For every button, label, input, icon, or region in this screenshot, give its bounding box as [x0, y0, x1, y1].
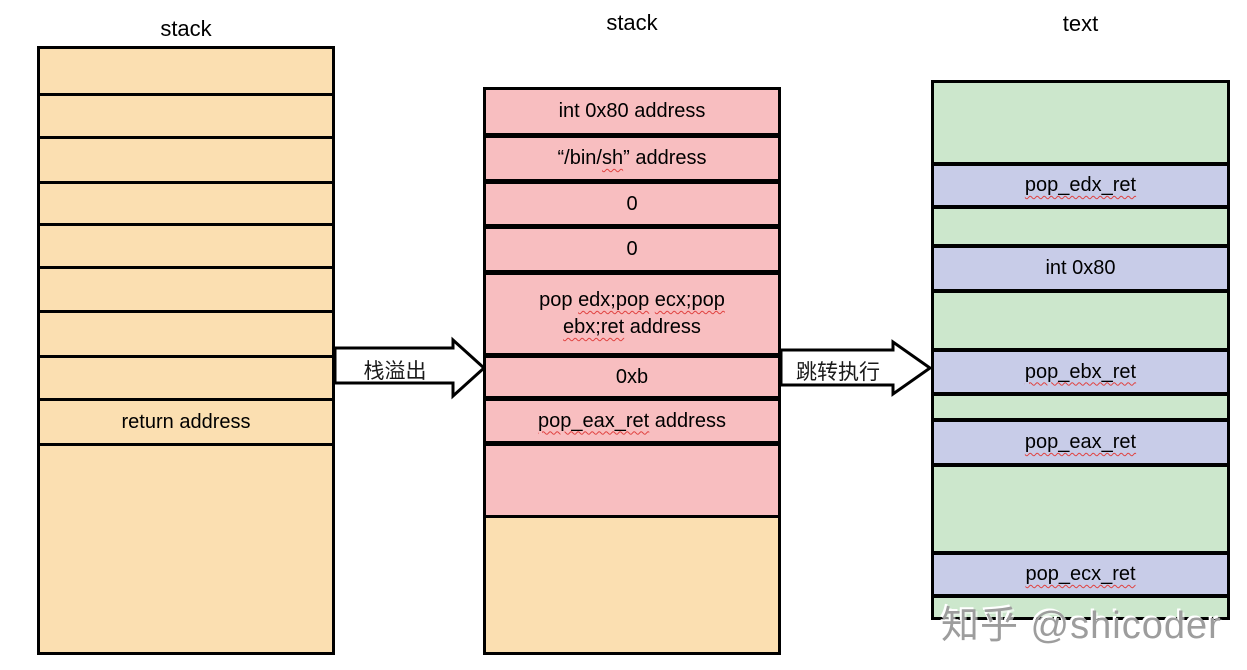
- jump-execute-arrow: [781, 339, 931, 397]
- left-stack-column: return address: [37, 46, 335, 655]
- col-mid-cell-5-label: 0xb: [615, 365, 649, 388]
- col-right-cell-5-label: pop_ebx_ret: [1024, 360, 1137, 383]
- col-right-cell-7-label: pop_eax_ret: [1024, 431, 1137, 453]
- col-left-cell-5: [40, 266, 332, 310]
- col-mid-cell-1: “/bin/sh” address: [486, 133, 778, 179]
- col-mid-cell-2-label: 0: [626, 192, 638, 215]
- col-mid-cell-5: 0xb: [486, 353, 778, 396]
- jump-execute-arrow-label: 跳转执行: [796, 361, 880, 384]
- text-segment-title: text: [1062, 11, 1099, 36]
- stack-overflow-arrow-label: 栈溢出: [363, 360, 427, 383]
- col-right-cell-4: [934, 289, 1227, 348]
- stack-overflow-arrow: [335, 336, 485, 400]
- middle-stack-column: int 0x80 address “/bin/sh” address 0 0 pop e…: [483, 87, 781, 655]
- col-left-cell-4: [40, 223, 332, 266]
- col-mid-cell-8: [486, 515, 778, 652]
- col-mid-cell-6-label: pop_eax_ret address: [538, 409, 726, 432]
- col-mid-cell-0: int 0x80 address: [486, 90, 778, 133]
- col-right-cell-3: int 0x80: [934, 244, 1227, 289]
- col-right-cell-9-label: pop_ecx_ret: [1025, 563, 1136, 585]
- col-left-cell-7: [40, 355, 332, 398]
- col-right-cell-8: [934, 463, 1227, 551]
- col-mid-cell-1-label: “/bin/sh” address: [557, 147, 707, 169]
- watermark: 知乎 @shicoder: [941, 605, 1222, 647]
- col-right-cell-5: pop_ebx_ret: [934, 348, 1227, 392]
- col-right-cell-2: [934, 205, 1227, 244]
- col-mid-cell-3-label: 0: [626, 238, 638, 260]
- col-mid-cell-6: pop_eax_ret address: [486, 396, 778, 441]
- col-mid-cell-3: 0: [486, 224, 778, 270]
- middle-stack-title: stack: [606, 10, 658, 35]
- col-left-cell-2: [40, 136, 332, 181]
- col-left-cell-3: [40, 181, 332, 223]
- col-right-cell-1-label: pop_edx_ret: [1024, 174, 1137, 196]
- col-mid-cell-2: 0: [486, 179, 778, 224]
- col-mid-cell-7: [486, 441, 778, 515]
- col-right-cell-7: pop_eax_ret: [934, 418, 1227, 463]
- col-right-cell-10: [934, 594, 1227, 617]
- col-left-cell-8: return address: [40, 398, 332, 443]
- col-left-cell-0: [40, 49, 332, 93]
- col-left-cell-9: [40, 443, 332, 652]
- col-left-cell-6: [40, 310, 332, 355]
- col-right-cell-0: [934, 83, 1227, 162]
- col-right-cell-9: pop_ecx_ret: [934, 551, 1227, 594]
- col-right-cell-6: [934, 392, 1227, 418]
- col-right-cell-3-label: int 0x80: [1045, 257, 1116, 279]
- col-mid-cell-0-label: int 0x80 address: [558, 100, 706, 122]
- col-right-cell-1: pop_edx_ret: [934, 162, 1227, 205]
- col-left-cell-1: [40, 93, 332, 136]
- col-left-cell-8-label: return address: [121, 410, 251, 433]
- left-stack-title: stack: [160, 16, 212, 41]
